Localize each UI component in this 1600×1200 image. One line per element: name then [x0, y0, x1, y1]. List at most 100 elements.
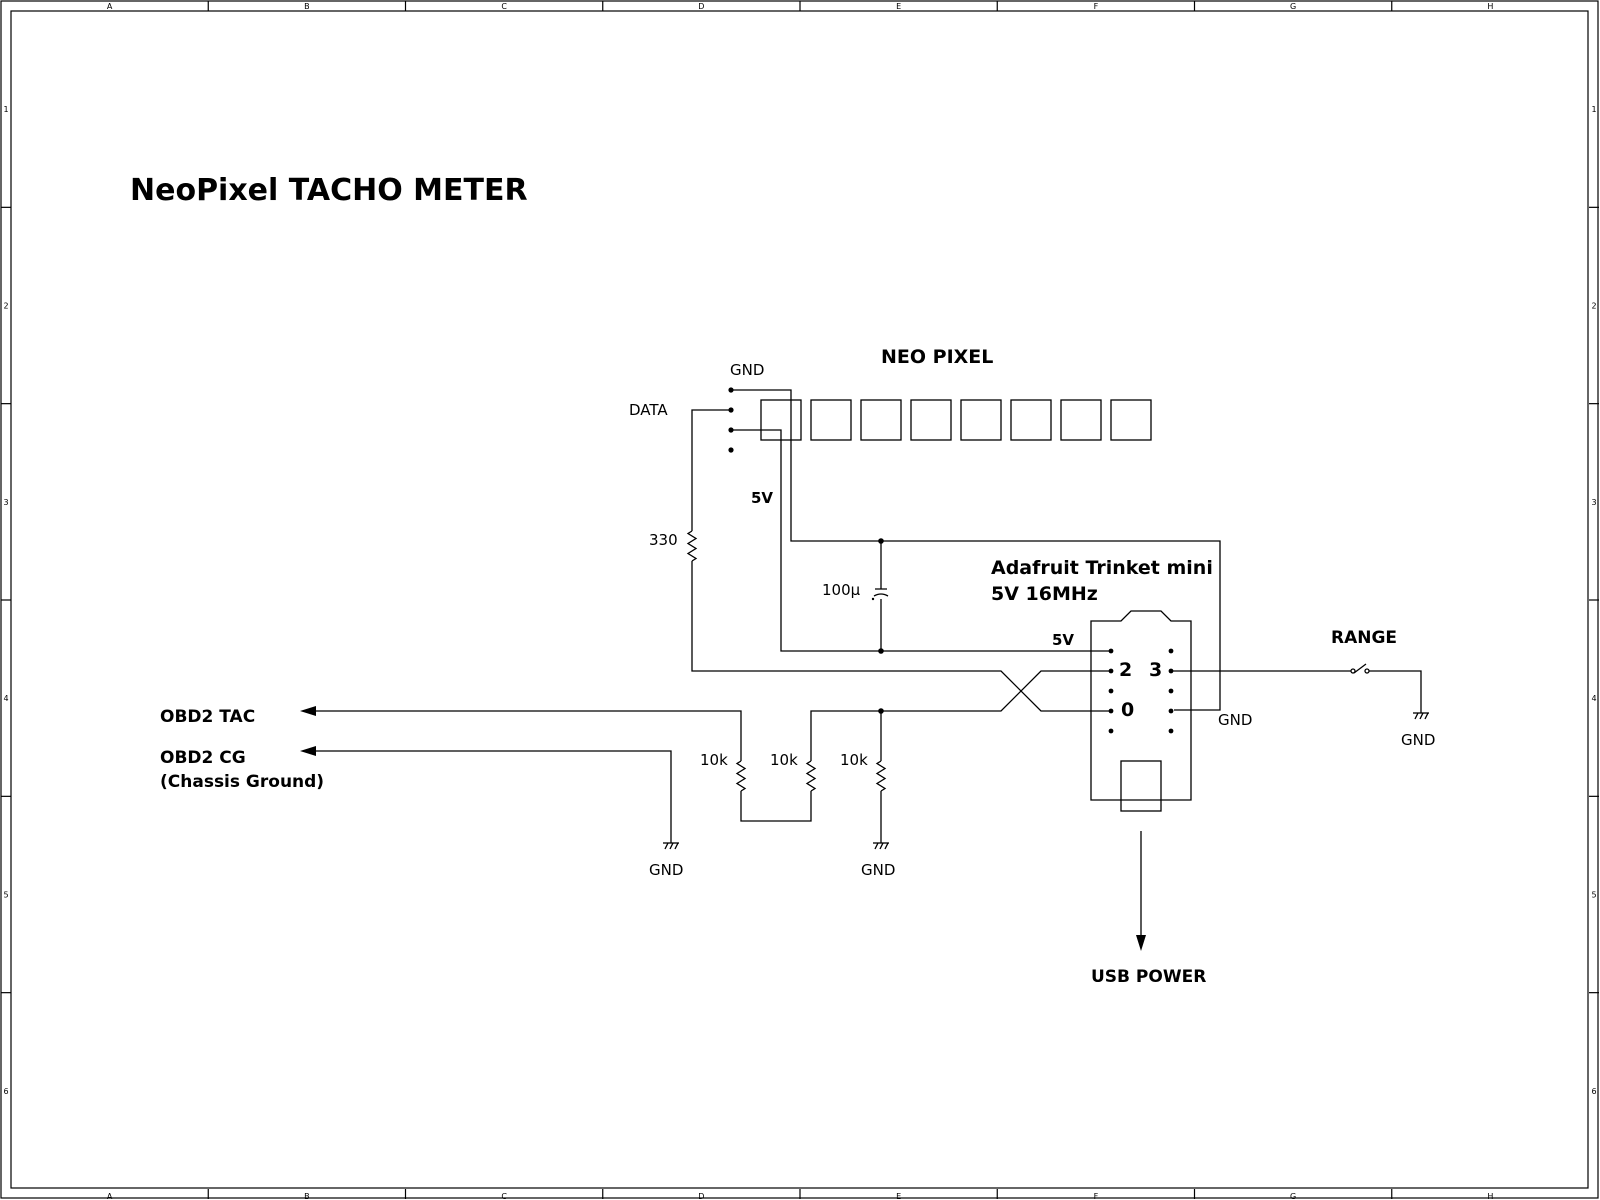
range-switch-contact-b [1364, 668, 1370, 674]
trinket-pin-right [1168, 688, 1174, 694]
zone-col-label: D [698, 2, 704, 11]
signal-wire [810, 670, 1111, 761]
neopixel-strip [760, 399, 1152, 441]
trinket-pin-right [1168, 728, 1174, 734]
resistor-10k-2 [805, 760, 817, 792]
capacitor-symbol [873, 588, 889, 597]
zone-row-label: 1 [1591, 105, 1596, 114]
usb-power-arrow-icon [1136, 935, 1146, 951]
neopixel-gnd-label: GND [730, 361, 764, 379]
resistor-10k-1 [735, 760, 747, 792]
usb-power-label: USB POWER [1091, 967, 1206, 987]
obd-gnd-label: GND [649, 861, 683, 879]
divider-link-wire [740, 791, 812, 822]
trinket-name-line1: Adafruit Trinket mini [991, 557, 1213, 579]
obd-tac-wire [312, 710, 742, 761]
zone-row-label: 6 [1591, 1087, 1596, 1096]
sheet-title: NeoPixel TACHO METER [130, 173, 528, 208]
zone-row-label: 6 [3, 1087, 8, 1096]
neopixel-cell [1010, 399, 1052, 441]
ground-hatch [664, 842, 669, 850]
resistor-10k-2-label: 10k [770, 751, 798, 769]
trinket-5v-label: 5V [1052, 631, 1074, 649]
obd-cg-label: OBD2 CG [160, 748, 246, 768]
zone-col-label: A [107, 2, 113, 11]
zone-col-label: A [107, 1192, 113, 1200]
obd-tac-label: OBD2 TAC [160, 707, 255, 727]
vcc-rail-wire [731, 429, 1111, 652]
zone-row-label: 2 [1591, 302, 1596, 311]
capacitor-label: 100µ [822, 581, 861, 599]
zone-col-label: E [896, 1192, 901, 1200]
zone-row-label: 5 [1591, 891, 1596, 900]
junction-vcc-rail [878, 648, 884, 654]
zone-row-label: 5 [3, 891, 8, 900]
header-pin-nc [728, 447, 734, 453]
neopixel-data-label: DATA [629, 401, 668, 419]
divider-gnd-label: GND [861, 861, 895, 879]
neopixel-cell [860, 399, 902, 441]
neopixel-cell [910, 399, 952, 441]
usb-port [1120, 760, 1162, 812]
zone-col-label: B [304, 2, 310, 11]
zone-col-label: H [1487, 1192, 1493, 1200]
zone-row-label: 3 [3, 498, 8, 507]
ground-hatch [1414, 712, 1419, 720]
zone-col-label: E [896, 2, 901, 11]
neopixel-cell [960, 399, 1002, 441]
resistor-10k-3 [875, 760, 887, 792]
pin-2-label: 2 [1119, 659, 1132, 681]
ground-icon [873, 842, 889, 850]
ground-hatch [874, 842, 879, 850]
zone-col-label: G [1290, 1192, 1296, 1200]
zone-row-label: 4 [3, 694, 8, 703]
neopixel-cell [810, 399, 852, 441]
trinket-board [1090, 610, 1192, 801]
gnd-rail-wire [731, 389, 1221, 711]
ground-icon [663, 842, 679, 850]
zone-col-label: C [501, 1192, 507, 1200]
trinket-pins [1108, 648, 1174, 734]
data-wire-top [691, 409, 731, 531]
trinket-pin-left [1108, 688, 1114, 694]
junction-gnd-rail [878, 538, 884, 544]
ground-hatch [674, 842, 679, 850]
zone-col-label: B [304, 1192, 310, 1200]
trinket-gnd-label: GND [1218, 711, 1252, 729]
zone-row-label: 2 [3, 302, 8, 311]
zone-col-label: C [501, 2, 507, 11]
zone-col-label: H [1487, 2, 1493, 11]
capacitor-polarity-mark [871, 597, 875, 601]
range-gnd-label: GND [1401, 731, 1435, 749]
trinket-pin-right [1168, 708, 1174, 714]
range-label: RANGE [1331, 628, 1397, 648]
resistor-10k-1-label: 10k [700, 751, 728, 769]
obd-cg-sub-label: (Chassis Ground) [160, 772, 324, 792]
resistor-10k-3-label: 10k [840, 751, 868, 769]
range-switch-lever [1353, 663, 1367, 674]
pin-0-label: 0 [1121, 699, 1134, 721]
trinket-pin-left [1108, 728, 1114, 734]
resistor-330-label: 330 [649, 531, 678, 549]
resistor-330 [686, 530, 698, 562]
ground-hatch [879, 842, 884, 850]
ground-hatch [884, 842, 889, 850]
range-wire-right [1369, 670, 1422, 713]
trinket-name-line2: 5V 16MHz [991, 583, 1098, 605]
neopixel-label: NEO PIXEL [881, 346, 993, 368]
neopixel-cell [1110, 399, 1152, 441]
obd-cg-wire [312, 750, 672, 843]
zone-col-label: F [1094, 1192, 1099, 1200]
trinket-pin-right [1168, 648, 1174, 654]
neopixel-5v-label: 5V [751, 489, 773, 507]
ground-icon [1413, 712, 1429, 720]
zone-row-label: 3 [1591, 498, 1596, 507]
ground-hatch [1419, 712, 1424, 720]
neopixel-cell [1060, 399, 1102, 441]
data-wire-bottom [691, 561, 1111, 712]
zone-row-label: 4 [1591, 694, 1596, 703]
trinket-pin-left [1108, 648, 1114, 654]
pin-3-label: 3 [1149, 659, 1162, 681]
